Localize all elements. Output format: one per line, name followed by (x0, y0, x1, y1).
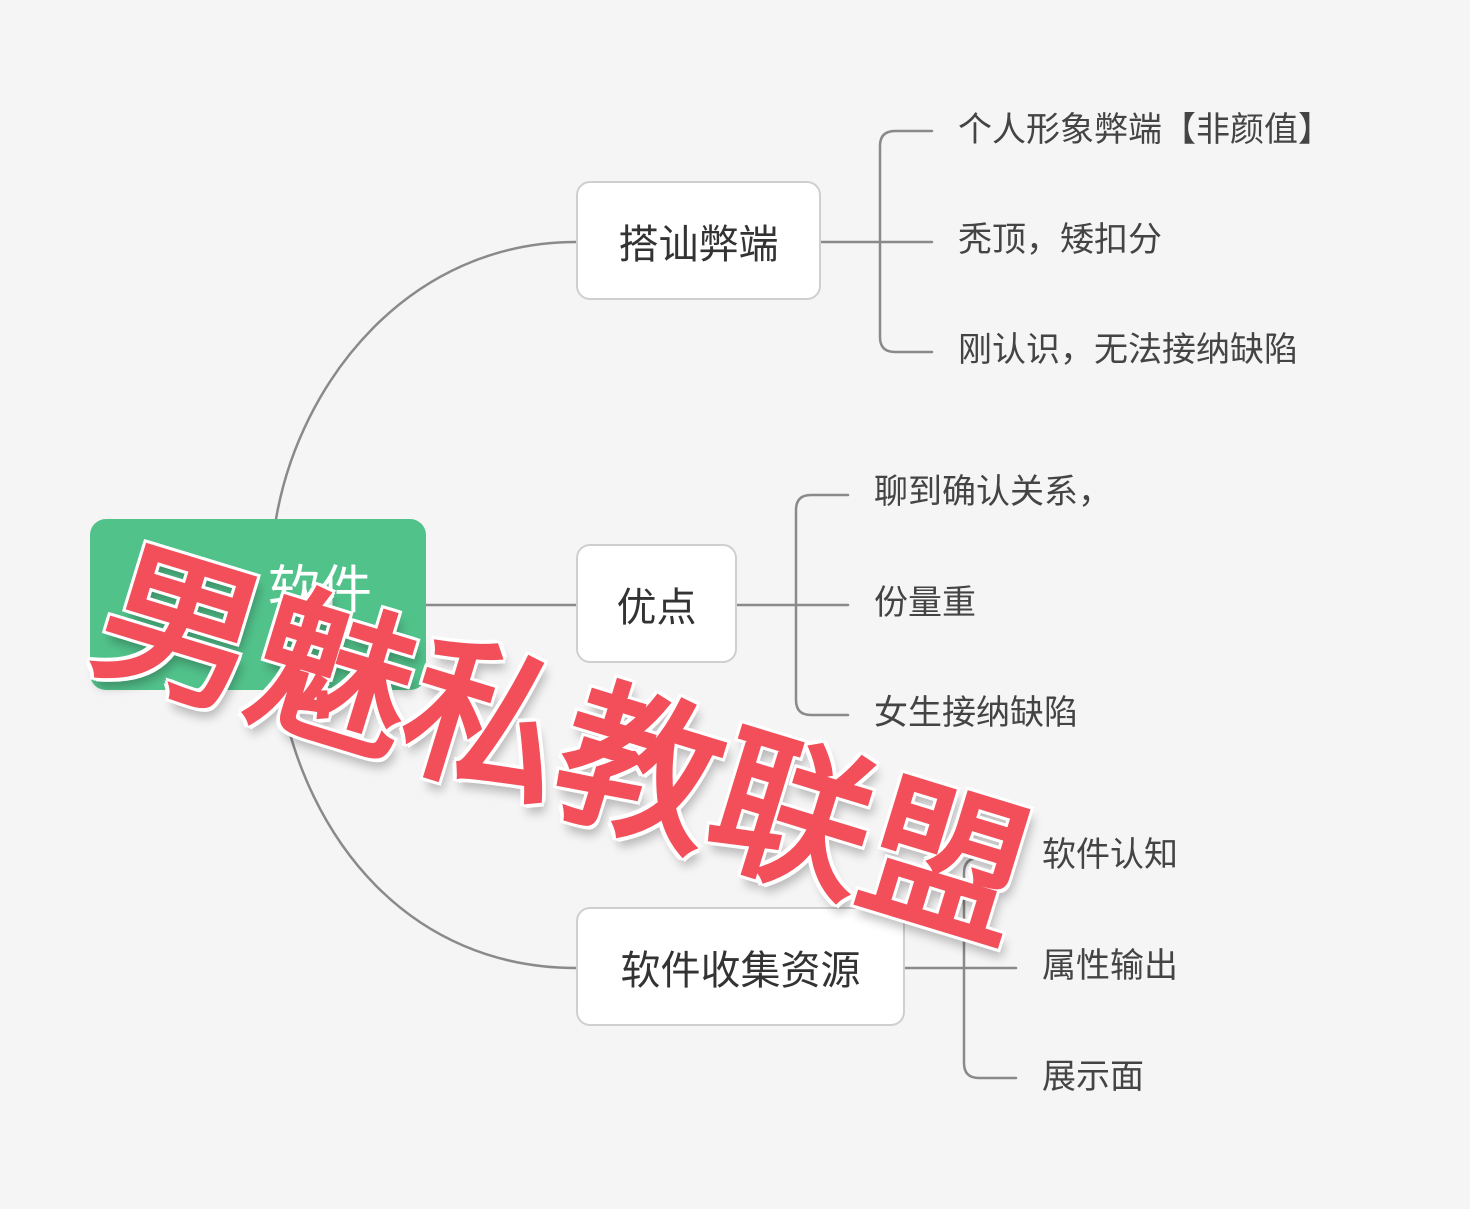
subtopic-3-3[interactable]: 展示面 (1042, 1058, 1144, 1096)
subtopic-1-1[interactable]: 个人形象弊端【非颜值】 (958, 111, 1332, 149)
connector-central-to-branch-3 (278, 688, 578, 970)
branch-topic-1-label: 搭讪弊端 (618, 222, 779, 267)
connector-branch-2-bracket (794, 493, 850, 717)
branch-topic-3[interactable]: 软件收集资源 (576, 907, 905, 1026)
subtopic-2-1[interactable]: 聊到确认关系， (874, 473, 1112, 511)
subtopic-2-3[interactable]: 女生接纳缺陷 (874, 694, 1078, 732)
branch-topic-1[interactable]: 搭讪弊端 (576, 181, 821, 300)
branch-topic-2-label: 优点 (616, 585, 697, 630)
central-topic-node[interactable]: 软件 (90, 519, 426, 690)
connector-branch-3-bracket (962, 856, 1018, 1080)
connector-branch-1-bracket (878, 129, 934, 354)
subtopic-1-2[interactable]: 秃顶，矮扣分 (958, 221, 1162, 259)
central-topic-label: 软件 (268, 562, 373, 620)
branch-topic-3-label: 软件收集资源 (620, 948, 861, 993)
connector-central-to-branch-1 (274, 240, 578, 521)
subtopic-3-1[interactable]: 软件认知 (1042, 836, 1178, 874)
branch-topic-2[interactable]: 优点 (576, 544, 737, 663)
subtopic-1-3[interactable]: 刚认识，无法接纳缺陷 (958, 331, 1298, 369)
subtopic-3-2[interactable]: 属性输出 (1042, 947, 1178, 985)
subtopic-2-2[interactable]: 份量重 (874, 584, 976, 622)
